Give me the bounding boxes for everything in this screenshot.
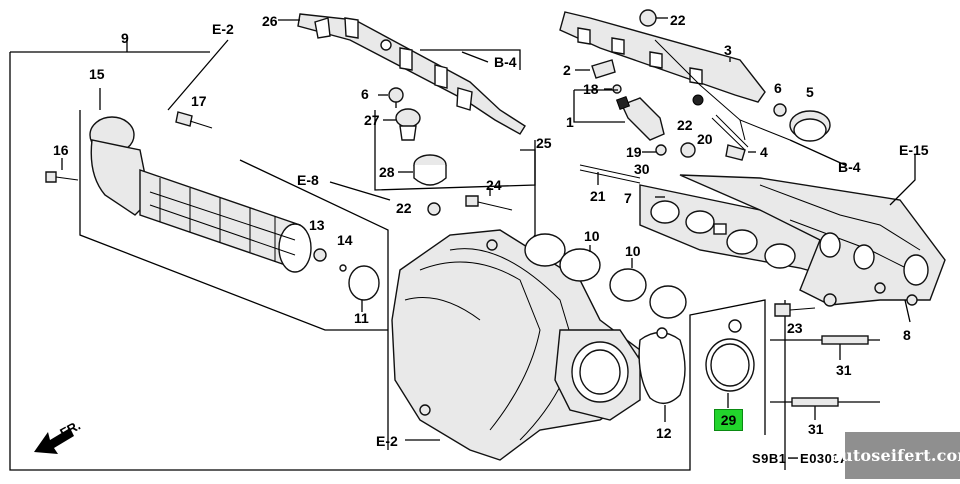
callout-6-left: 6 (361, 86, 369, 102)
callout-21: 21 (590, 188, 606, 204)
gasket-29 (705, 319, 755, 392)
callout-6-right: 6 (774, 80, 782, 96)
bolt-23 (774, 303, 816, 317)
callout-7: 7 (624, 190, 632, 206)
bolt-22-top (639, 9, 657, 27)
nut-22-bottom (427, 202, 441, 216)
highlighted-part-29: 29 (714, 409, 743, 431)
oring-18 (612, 84, 622, 94)
leader-e15 (889, 155, 916, 206)
callout-23: 23 (787, 320, 803, 336)
group-bracket-15 (79, 88, 388, 331)
callout-31a: 31 (836, 362, 852, 378)
callout-10b: 10 (625, 243, 641, 259)
stud-20 (711, 114, 749, 151)
callout-25: 25 (536, 135, 552, 151)
front-arrow-icon (34, 428, 74, 454)
ref-e8: E-8 (297, 172, 319, 188)
fuel-injector (615, 95, 667, 156)
washer-14 (339, 264, 347, 272)
stud-21 (579, 164, 641, 184)
bracket-29 (689, 299, 766, 435)
callout-20: 20 (697, 131, 713, 147)
callout-16: 16 (53, 142, 69, 158)
gasket-12 (638, 327, 686, 404)
cap-5 (789, 110, 831, 142)
fuel-rail-left (297, 13, 526, 135)
bolt-17 (175, 111, 213, 129)
callout-31b: 31 (808, 421, 824, 437)
diagram-code: S9B1－E0300A (752, 451, 850, 466)
bolt-22-mid (680, 142, 696, 158)
fuel-rail-right (559, 11, 791, 141)
ref-b4-right: B-4 (838, 159, 861, 175)
ref-b4-top: B-4 (494, 54, 517, 70)
callout-22-top: 22 (670, 12, 686, 28)
leader-b4-right (789, 139, 846, 166)
callout-9: 9 (121, 30, 129, 46)
gasket-10-set (524, 233, 687, 319)
watermark: autoseifert.com (830, 432, 960, 479)
pressure-regulator (388, 87, 447, 186)
stud-31b (791, 397, 839, 407)
callout-24: 24 (486, 177, 502, 193)
stud-31a (821, 335, 869, 345)
bracket-line-e8 (239, 159, 389, 450)
callout-17: 17 (191, 93, 207, 109)
callout-15: 15 (89, 66, 105, 82)
bolt-16 (45, 171, 79, 183)
clip-2 (591, 59, 616, 79)
callout-30: 30 (634, 161, 650, 177)
callout-10a: 10 (584, 228, 600, 244)
bracket-b4 (420, 49, 521, 70)
group-bracket-9 (9, 40, 691, 471)
callout-4: 4 (760, 144, 768, 160)
callout-28: 28 (379, 164, 395, 180)
callout-14: 14 (337, 232, 353, 248)
leader-1 (573, 90, 625, 123)
callout-22-mid: 22 (677, 117, 693, 133)
resonator-15 (89, 116, 312, 273)
ref-e2-bottom: E-2 (376, 433, 398, 449)
callout-2: 2 (563, 62, 571, 78)
callout-19: 19 (626, 144, 642, 160)
callout-26: 26 (262, 13, 278, 29)
bolt-24 (465, 195, 513, 211)
manifold-runners (679, 174, 946, 307)
grommet-13 (313, 248, 327, 262)
callout-13: 13 (309, 217, 325, 233)
nut-6-right (773, 103, 787, 117)
callout-18: 18 (583, 81, 599, 97)
callout-11: 11 (354, 310, 369, 326)
ref-e2-top: E-2 (212, 21, 234, 37)
callout-5: 5 (806, 84, 814, 100)
leader-8 (904, 299, 911, 323)
gasket-11 (348, 265, 380, 301)
leader-b4-top (461, 51, 489, 63)
intake-manifold-main (391, 229, 641, 461)
bracket-box-rail (374, 110, 536, 191)
callout-1: 1 (566, 114, 574, 130)
callout-12: 12 (656, 425, 672, 441)
callout-22-bottom: 22 (396, 200, 412, 216)
callout-27: 27 (364, 112, 380, 128)
ref-e15: E-15 (899, 142, 929, 158)
callout-8: 8 (903, 327, 911, 343)
callout-3: 3 (724, 42, 732, 58)
leader-e2-top (167, 39, 229, 111)
washer-4 (725, 144, 746, 161)
leader-e8 (329, 181, 391, 201)
manifold-flange (639, 184, 836, 276)
